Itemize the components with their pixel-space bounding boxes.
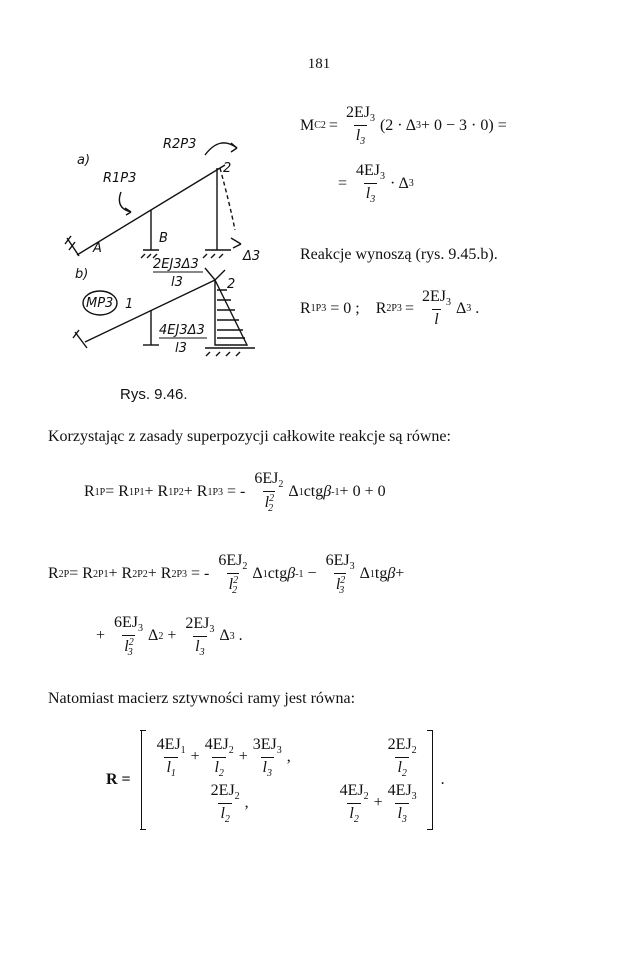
label-top-num: 2EJ3Δ3 bbox=[153, 257, 199, 272]
label-bottom-num: 4EJ3Δ3 bbox=[159, 323, 205, 338]
label-moment: MP3 bbox=[86, 296, 113, 311]
delta-arrow bbox=[230, 237, 242, 249]
moment-label-oval bbox=[82, 290, 118, 316]
support-right bbox=[202, 249, 231, 259]
support-a bbox=[64, 235, 80, 257]
label-delta3: Δ3 bbox=[242, 249, 260, 264]
moment-diagram-right bbox=[214, 279, 249, 346]
label-r2p: R2P3 bbox=[163, 137, 196, 152]
stiffness-text: Natomiast macierz sztywności ramy jest r… bbox=[48, 690, 356, 707]
label-node2-a: 2 bbox=[223, 161, 231, 176]
beam-b bbox=[84, 279, 216, 343]
support-b bbox=[140, 249, 159, 259]
figure-caption: Rys. 9.46. bbox=[120, 386, 188, 403]
label-node2-b: 2 bbox=[227, 277, 235, 292]
label-a: a) bbox=[77, 153, 90, 168]
label-node-a: A bbox=[92, 241, 102, 256]
label-b: b) bbox=[75, 267, 88, 282]
superposition-text: Korzystając z zasady superpozycji całkow… bbox=[48, 428, 451, 445]
support-b-left bbox=[72, 329, 88, 349]
page-number: 181 bbox=[307, 56, 331, 72]
label-r1p: R1P3 bbox=[103, 171, 136, 186]
figure-frame-diagram: a) R1P3 R2P3 2 A B Δ3 b) 2EJ3Δ3 l3 2 MP3… bbox=[64, 137, 260, 357]
deformed-shape bbox=[219, 167, 236, 231]
reactions-text: Reakcje wynoszą (rys. 9.45.b). bbox=[300, 246, 498, 263]
reaction-r1-arc bbox=[118, 191, 132, 213]
support-b-right bbox=[205, 347, 255, 357]
label-node1-b: 1 bbox=[125, 297, 133, 312]
label-top-den: l3 bbox=[171, 275, 183, 290]
moment-diagram-top bbox=[204, 267, 226, 282]
label-node-b: B bbox=[159, 231, 168, 246]
label-bottom-den: l3 bbox=[175, 341, 187, 356]
